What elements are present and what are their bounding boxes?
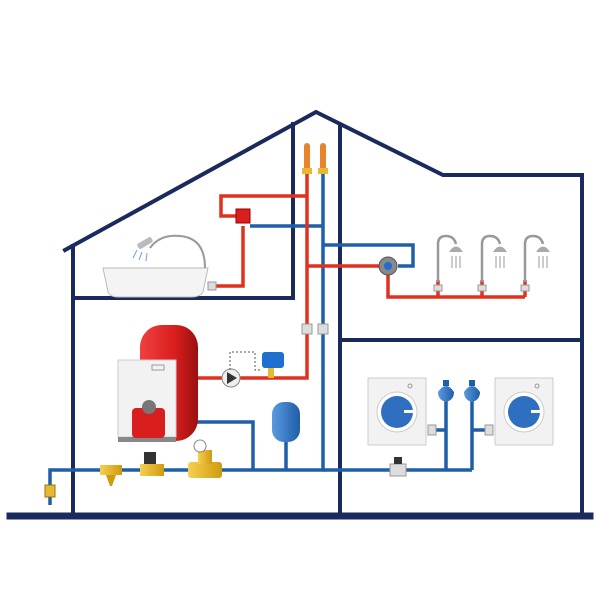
hot-riser bbox=[197, 170, 309, 380]
house-structure bbox=[6, 109, 594, 520]
ball-valve-icon bbox=[317, 323, 329, 335]
ball-valve-icon bbox=[301, 323, 313, 335]
washing-machine-icon bbox=[494, 377, 554, 446]
bath-feed-pipe bbox=[212, 226, 245, 288]
washing-machine-icon bbox=[367, 377, 427, 446]
water-hammer-arrestor-icon bbox=[464, 380, 480, 402]
boiler-icon bbox=[117, 359, 177, 442]
mixing-valve-icon bbox=[235, 208, 251, 224]
hot-water-pipes bbox=[197, 170, 527, 380]
riser-tops bbox=[301, 143, 329, 335]
fitting bbox=[318, 168, 328, 174]
expansion-vessel-icon bbox=[272, 402, 300, 442]
shower-heads bbox=[433, 234, 550, 292]
main-supply-pipe bbox=[48, 468, 325, 505]
ball-valve-icon bbox=[427, 424, 437, 436]
shower-cold-pipe bbox=[323, 243, 415, 268]
hot-riser-top bbox=[304, 143, 310, 173]
shower-head-icon bbox=[433, 234, 463, 292]
filter-icon bbox=[100, 465, 122, 486]
ball-valve-icon bbox=[484, 424, 494, 436]
roof-outline bbox=[62, 109, 584, 518]
laundry-valve-icon bbox=[389, 457, 407, 477]
solenoid-valve-icon bbox=[140, 452, 164, 476]
tank-return-pipe bbox=[197, 420, 255, 470]
bath-hot-pipe bbox=[219, 194, 307, 218]
pressure-reducer-icon bbox=[188, 439, 222, 478]
thermostat-icon bbox=[262, 352, 284, 378]
bathtub-icon bbox=[102, 234, 217, 298]
control-wire bbox=[229, 351, 262, 371]
shower-head-icon bbox=[477, 234, 507, 292]
shower-manifold bbox=[386, 274, 525, 299]
ball-valve-icon bbox=[44, 484, 56, 498]
shower-head-icon bbox=[520, 234, 550, 292]
burner bbox=[132, 408, 165, 438]
water-hammer-arrestor-icon bbox=[438, 380, 454, 402]
ball-valve-icon bbox=[207, 281, 217, 291]
cold-riser-top bbox=[320, 143, 326, 173]
cold-water-pipes bbox=[48, 170, 490, 505]
fitting bbox=[302, 168, 312, 174]
mixing-valve-icon bbox=[378, 256, 398, 276]
pump-icon bbox=[221, 368, 241, 388]
